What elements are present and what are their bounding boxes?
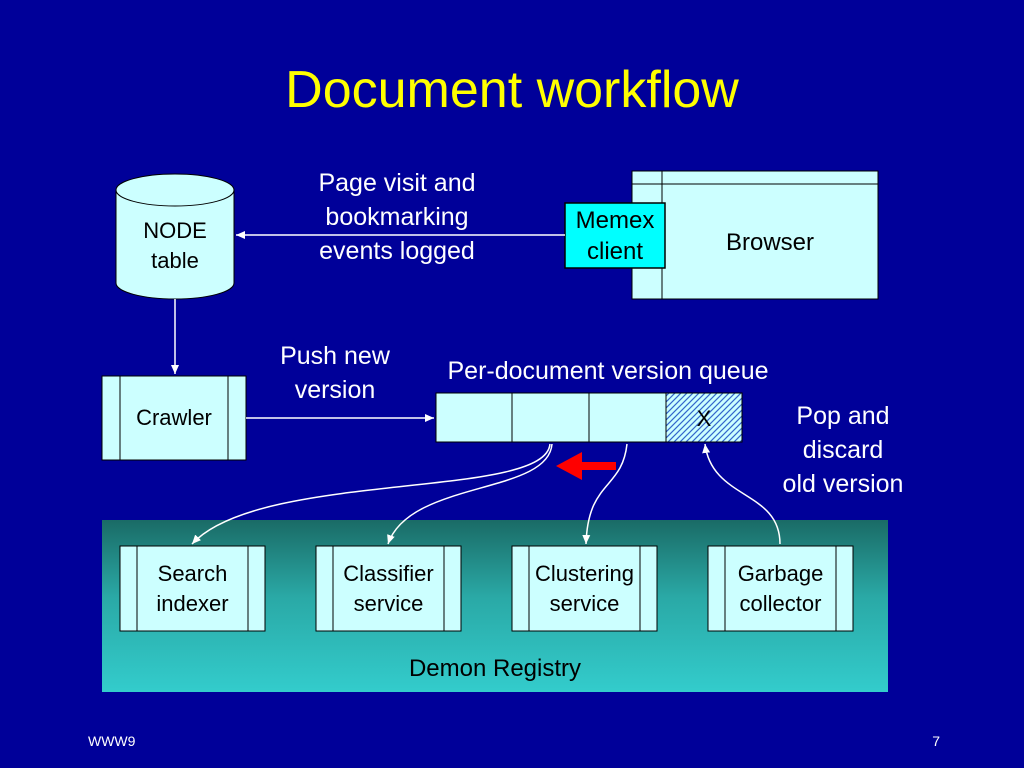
garbage-collector-label: Garbage collector [737, 561, 824, 616]
memex-client-box [564, 202, 666, 269]
version-queue [435, 392, 743, 443]
footer-left: WWW9 [88, 733, 136, 749]
node-table-label: NODE table [143, 218, 207, 273]
browser-window [631, 170, 879, 300]
arrow-queue-to-classifier [387, 443, 553, 545]
garbage-collector-box [707, 545, 854, 632]
search-indexer-box [119, 545, 266, 632]
search-indexer-label: Search indexer [156, 561, 229, 616]
slide-title: Document workflow [285, 61, 739, 119]
clustering-service-label: Clustering service [534, 561, 635, 616]
clustering-service-box [511, 545, 658, 632]
queue-label: Per-document version queue [447, 357, 769, 385]
pop-discard-label: Pop and discard old version [782, 402, 904, 498]
arrow-queue-to-search-indexer [191, 443, 551, 545]
memex-client-label: Memex client [575, 207, 655, 265]
browser-label: Browser [725, 229, 815, 256]
page-number: 7 [932, 733, 940, 749]
arrow-garbage-to-queue [702, 443, 781, 545]
queue-discard-mark: X [696, 406, 712, 431]
queue-shift-arrow [556, 452, 616, 480]
classifier-service-box [315, 545, 462, 632]
node-table-cylinder [115, 173, 235, 300]
crawler-label: Crawler [136, 405, 212, 430]
queue-discard-cell [665, 392, 743, 443]
classifier-service-label: Classifier service [343, 561, 434, 616]
log-events-label: Page visit and bookmarking events logged [318, 169, 476, 265]
demon-registry-label: Demon Registry [408, 655, 582, 682]
push-version-label: Push new version [280, 342, 390, 404]
arrow-queue-to-clustering [582, 443, 628, 545]
crawler-box [101, 375, 247, 461]
